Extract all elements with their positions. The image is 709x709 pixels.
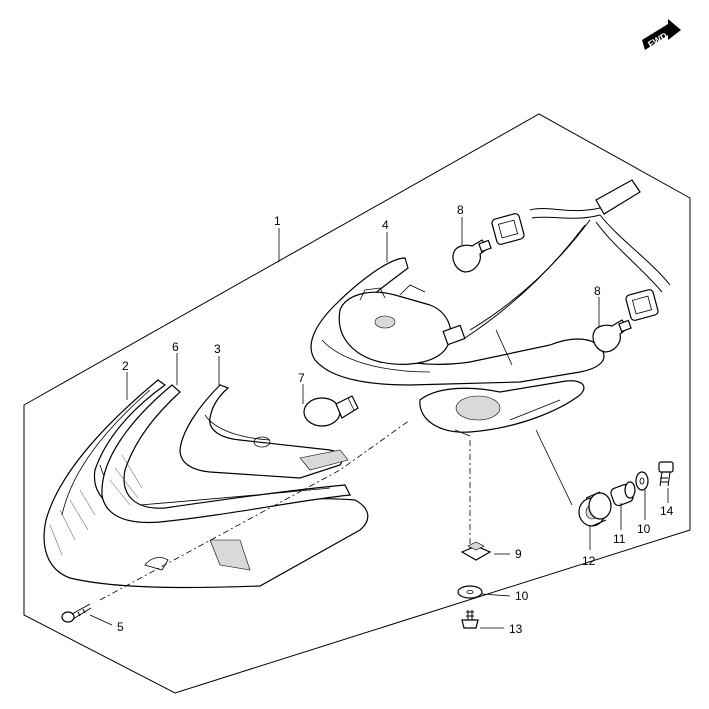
callout-12: 12	[582, 554, 596, 568]
bulb-socket-lower	[625, 289, 659, 321]
leader-lines	[89, 217, 669, 629]
callout-11: 11	[613, 532, 626, 546]
grommet-part	[578, 491, 612, 527]
callout-13: 13	[509, 622, 523, 636]
washer-part-bottom	[457, 585, 483, 599]
callout-9: 9	[515, 547, 522, 561]
assembly-outline	[23, 113, 691, 694]
reflector-module	[338, 284, 466, 365]
callout-3: 3	[214, 342, 221, 356]
callout-2: 2	[122, 359, 129, 373]
fwd-arrow-icon: FWD	[642, 19, 681, 50]
assembly-lines	[99, 329, 573, 601]
bulb-socket-upper	[491, 213, 525, 245]
turn-signal-bulb	[303, 395, 359, 427]
callout-6: 6	[172, 340, 179, 354]
screw-part	[61, 603, 92, 623]
callout-8-upper: 8	[457, 203, 464, 217]
bolt-part	[658, 461, 674, 487]
clip-nut-part	[460, 541, 492, 561]
callout-10-bottom: 10	[515, 589, 529, 603]
callout-labels: 1 2 3 4 5 6 7 8 8 9 10 10 11 12 13 14	[117, 203, 674, 636]
callout-1: 1	[274, 214, 281, 228]
wedge-bulb-upper	[452, 239, 492, 273]
washer-part-right	[635, 471, 649, 491]
callout-4: 4	[382, 218, 389, 232]
wiring-harness	[464, 179, 671, 339]
bolt-part-bottom	[461, 610, 479, 629]
inner-lens-part	[101, 384, 351, 524]
collar-part	[610, 481, 636, 507]
turn-signal-lens-part	[179, 384, 349, 479]
callout-14: 14	[660, 504, 674, 518]
callout-5: 5	[117, 620, 124, 634]
callout-10-right: 10	[637, 522, 651, 536]
callout-8-lower: 8	[594, 284, 601, 298]
front-cowl-part	[43, 379, 369, 589]
wedge-bulb-lower	[592, 319, 632, 353]
headlight-housing-part	[310, 257, 605, 437]
callout-7: 7	[298, 371, 305, 385]
